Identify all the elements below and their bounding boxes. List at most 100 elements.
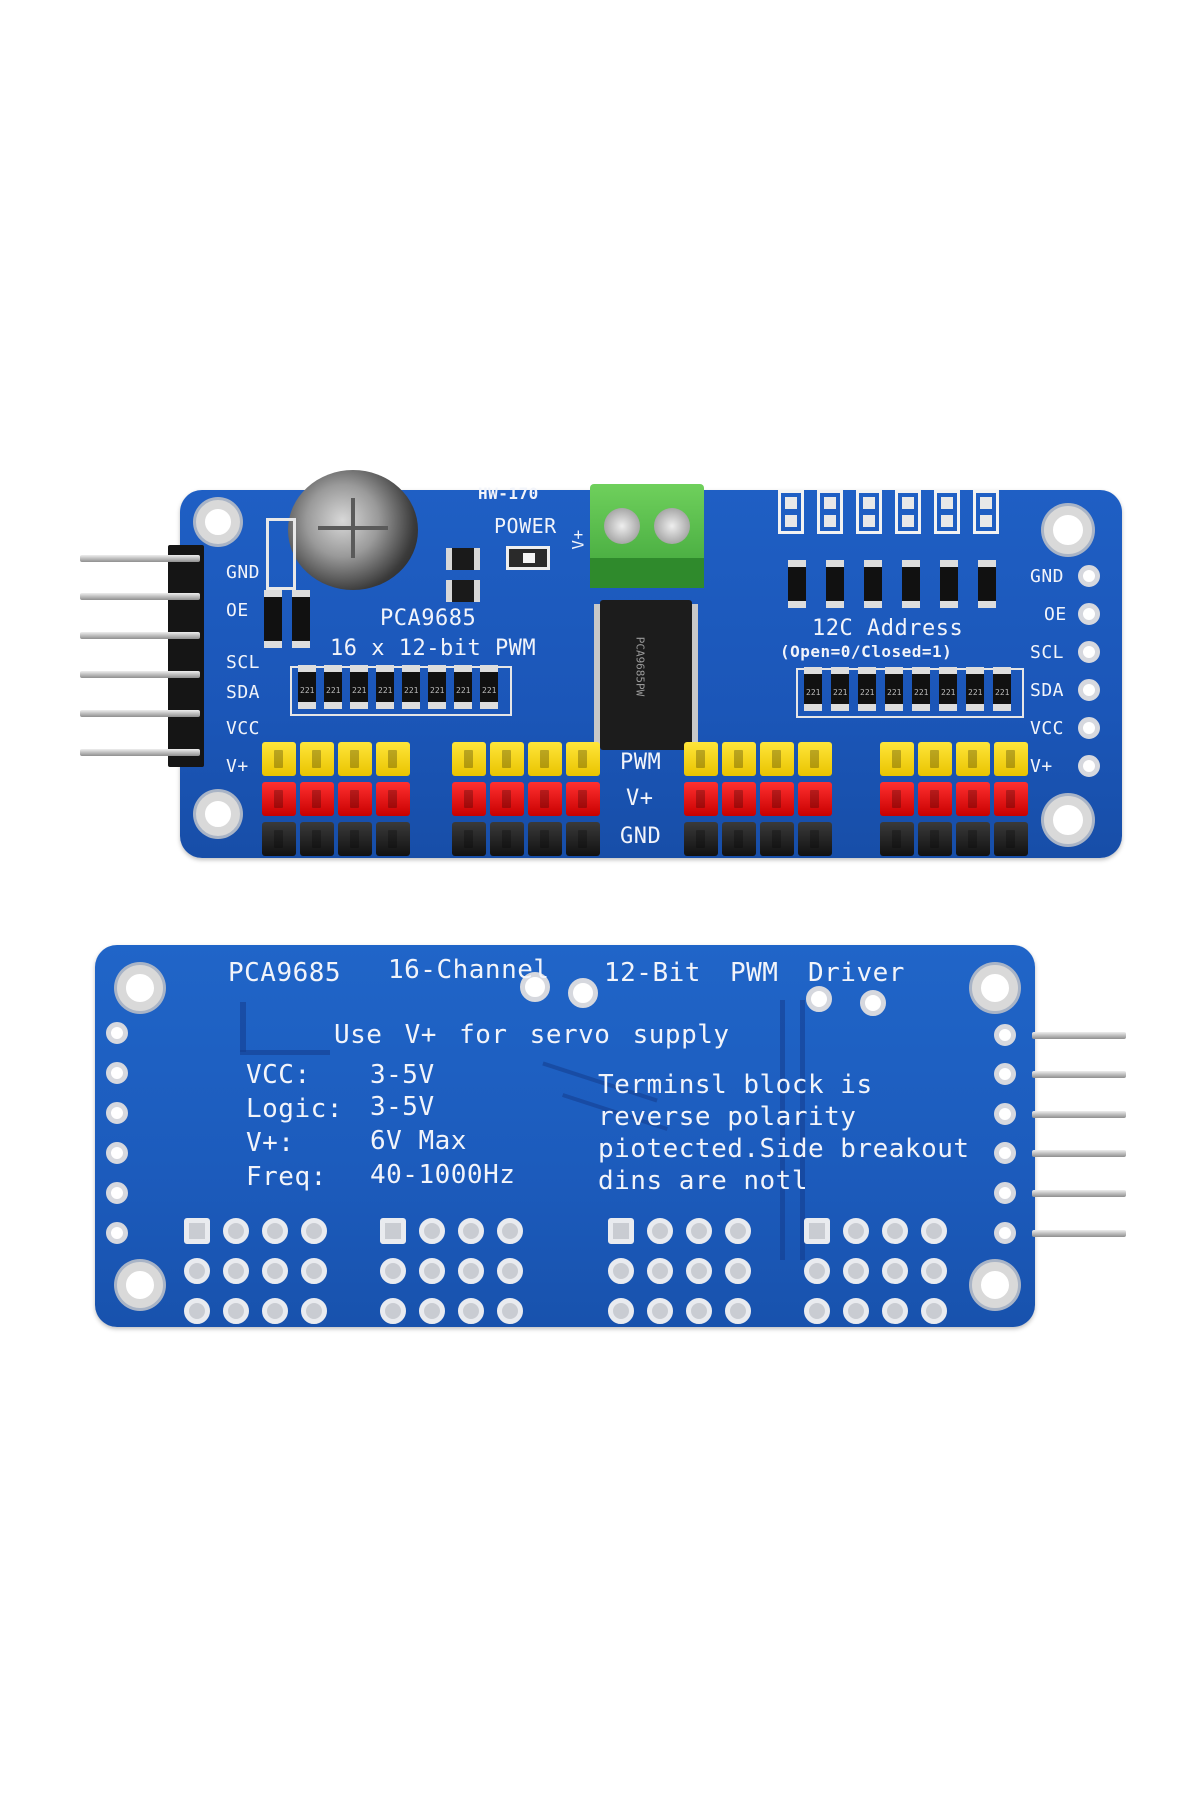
address-jumper xyxy=(973,490,999,534)
solder-pad xyxy=(843,1218,869,1244)
mounting-hole xyxy=(196,500,240,544)
solder-pad xyxy=(686,1218,712,1244)
edge-pad xyxy=(106,1102,128,1124)
servo-ground-pin xyxy=(566,822,600,856)
chip-name: PCA9685 xyxy=(380,606,477,631)
solder-pad xyxy=(921,1218,947,1244)
power-label: POWER xyxy=(494,514,557,538)
solder-pad xyxy=(262,1218,288,1244)
solder-pad xyxy=(686,1298,712,1324)
resistor: 221 xyxy=(298,665,316,709)
servo-ground-pin xyxy=(722,822,756,856)
right-pin-label: V+ xyxy=(1030,756,1053,777)
edge-pad xyxy=(106,1022,128,1044)
rail-label-vplus: V+ xyxy=(626,786,654,811)
left-header-pin xyxy=(80,632,200,639)
via xyxy=(520,972,550,1002)
solder-pad xyxy=(647,1298,673,1324)
solder-pad xyxy=(882,1218,908,1244)
servo-ground-pin xyxy=(760,822,794,856)
model-label: HW-170 xyxy=(478,484,539,503)
right-pin-pad xyxy=(1078,679,1100,701)
address-jumper xyxy=(856,490,882,534)
servo-signal-pin xyxy=(760,742,794,776)
servo-power-pin xyxy=(452,782,486,816)
back-title-word: PWM xyxy=(730,958,779,988)
servo-power-pin xyxy=(300,782,334,816)
servo-headers xyxy=(262,742,1028,856)
resistor: 221 xyxy=(993,667,1011,711)
solder-pad xyxy=(608,1258,634,1284)
address-jumper xyxy=(895,490,921,534)
servo-power-pin xyxy=(262,782,296,816)
solder-pad xyxy=(223,1218,249,1244)
terminal-block xyxy=(590,484,704,588)
solder-pad xyxy=(882,1258,908,1284)
via xyxy=(860,990,886,1016)
servo-power-pin xyxy=(956,782,990,816)
servo-ground-pin xyxy=(528,822,562,856)
edge-pad xyxy=(994,1063,1016,1085)
resistor: 221 xyxy=(376,665,394,709)
servo-signal-pin xyxy=(452,742,486,776)
servo-signal-pin xyxy=(994,742,1028,776)
servo-power-pin xyxy=(722,782,756,816)
resistor: 221 xyxy=(454,665,472,709)
spec-label: Freq: xyxy=(246,1162,327,1192)
pcb-trace xyxy=(780,1000,785,1260)
servo-ground-pin xyxy=(338,822,372,856)
servo-ground-pin xyxy=(300,822,334,856)
right-pin-label: GND xyxy=(1030,566,1065,587)
edge-pad xyxy=(994,1182,1016,1204)
servo-signal-pin xyxy=(566,742,600,776)
servo-ground-pin xyxy=(452,822,486,856)
solder-pad xyxy=(686,1258,712,1284)
note-line: piotected.Side breakout xyxy=(598,1134,970,1164)
right-header-pin xyxy=(1032,1111,1126,1118)
solder-pad xyxy=(497,1298,523,1324)
address-jumpers xyxy=(778,490,1008,540)
pwm-ic-chip: PCA9685PW xyxy=(600,600,692,750)
rail-label-pwm: PWM xyxy=(620,750,662,775)
resistor: 221 xyxy=(324,665,342,709)
resistor: 221 xyxy=(858,667,876,711)
capacitor-cross xyxy=(318,498,388,558)
servo-signal-pin xyxy=(722,742,756,776)
solder-pad xyxy=(843,1298,869,1324)
resistor: 221 xyxy=(885,667,903,711)
servo-signal-pin xyxy=(684,742,718,776)
solder-pad xyxy=(223,1298,249,1324)
solder-pad xyxy=(262,1298,288,1324)
solder-pad xyxy=(647,1258,673,1284)
resistor xyxy=(446,580,480,602)
edge-pad xyxy=(994,1142,1016,1164)
right-header-pin xyxy=(1032,1230,1126,1237)
note-line: dins are notl xyxy=(598,1166,808,1196)
solder-pad xyxy=(301,1298,327,1324)
note-line: reverse polarity xyxy=(598,1102,857,1132)
resistor xyxy=(292,590,310,648)
solder-pad xyxy=(608,1218,634,1244)
edge-pad xyxy=(994,1103,1016,1125)
servo-signal-pin xyxy=(262,742,296,776)
left-pin-label: SDA xyxy=(226,682,261,703)
left-header-pin xyxy=(80,749,200,756)
solder-pad xyxy=(804,1218,830,1244)
power-led xyxy=(506,546,550,570)
solder-pad xyxy=(725,1218,751,1244)
left-pin-label: VCC xyxy=(226,718,261,739)
mounting-hole xyxy=(1044,506,1092,554)
right-header-pin xyxy=(1032,1190,1126,1197)
servo-ground-pin xyxy=(798,822,832,856)
servo-power-pin xyxy=(528,782,562,816)
servo-power-pin xyxy=(760,782,794,816)
servo-signal-pin xyxy=(338,742,372,776)
right-pin-pad xyxy=(1078,755,1100,777)
solder-pad xyxy=(184,1218,210,1244)
spec-value: 6V Max xyxy=(370,1126,467,1156)
servo-signal-pin xyxy=(798,742,832,776)
resistor: 221 xyxy=(402,665,420,709)
edge-pad xyxy=(106,1182,128,1204)
via xyxy=(806,986,832,1012)
